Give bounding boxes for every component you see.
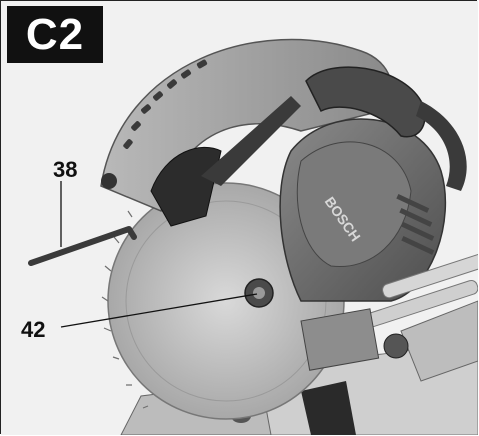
slide-rails: [300, 253, 478, 371]
handle-grip: [416, 101, 467, 191]
guard-lever: [201, 96, 301, 186]
figure-badge: C2: [7, 6, 103, 63]
motor-housing: BOSCH: [279, 118, 447, 302]
callout-42: 42: [21, 317, 46, 342]
leader-42: [60, 293, 258, 328]
saw-handle: [305, 66, 426, 138]
hex-key: [28, 226, 137, 266]
callout-38: 38: [53, 157, 78, 182]
